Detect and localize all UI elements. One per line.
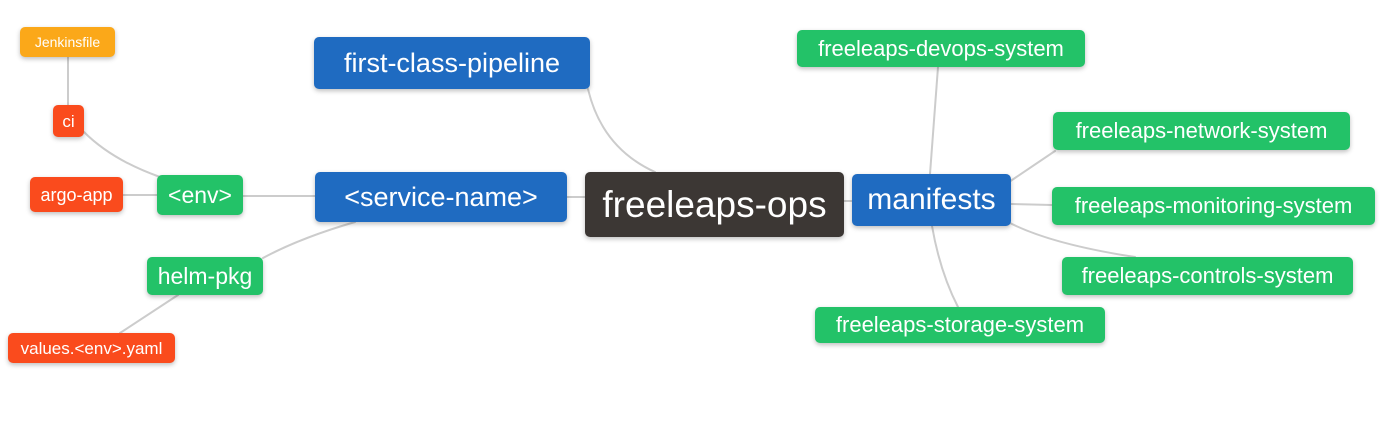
node-jenkinsfile[interactable]: Jenkinsfile	[20, 27, 115, 57]
node-argo-app[interactable]: argo-app	[30, 177, 123, 212]
node-label: values.<env>.yaml	[20, 338, 163, 358]
node-label: <service-name>	[344, 181, 538, 212]
edge-line	[1007, 221, 1136, 258]
node-freeleaps-network-system[interactable]: freeleaps-network-system	[1053, 112, 1350, 150]
node-freeleaps-ops[interactable]: freeleaps-ops	[585, 172, 844, 237]
node-label: freeleaps-ops	[602, 184, 827, 225]
node-label: freeleaps-controls-system	[1081, 263, 1334, 288]
edge-line	[931, 225, 959, 308]
node-ci[interactable]: ci	[53, 105, 84, 137]
edge-line	[1010, 203, 1053, 206]
node-freeleaps-monitoring-system[interactable]: freeleaps-monitoring-system	[1052, 187, 1375, 225]
node-label: freeleaps-devops-system	[818, 35, 1064, 61]
node-label: manifests	[867, 183, 996, 216]
node-first-class-pipeline[interactable]: first-class-pipeline	[314, 37, 590, 89]
node-label: first-class-pipeline	[343, 47, 561, 78]
node-values-env-yaml[interactable]: values.<env>.yaml	[8, 333, 175, 363]
node-helm-pkg[interactable]: helm-pkg	[147, 257, 263, 295]
node-freeleaps-storage-system[interactable]: freeleaps-storage-system	[815, 307, 1105, 343]
node-label: argo-app	[40, 184, 113, 205]
node-label: Jenkinsfile	[34, 34, 101, 50]
node-label: freeleaps-storage-system	[835, 312, 1085, 337]
edge-line	[119, 294, 179, 334]
node-label: freeleaps-network-system	[1075, 118, 1328, 143]
edge-line	[83, 131, 161, 178]
edge-line	[1008, 150, 1056, 183]
node-label: freeleaps-monitoring-system	[1074, 193, 1353, 218]
node-service-name[interactable]: <service-name>	[315, 172, 567, 222]
edge-line	[929, 66, 939, 175]
node-label: helm-pkg	[157, 262, 253, 289]
node-freeleaps-devops-system[interactable]: freeleaps-devops-system	[797, 30, 1085, 67]
node-freeleaps-controls-system[interactable]: freeleaps-controls-system	[1062, 257, 1353, 295]
node-env[interactable]: <env>	[157, 175, 243, 215]
node-label: ci	[62, 111, 75, 131]
edge-line	[262, 221, 356, 259]
node-manifests[interactable]: manifests	[852, 174, 1011, 226]
edge-line	[587, 88, 656, 173]
node-label: <env>	[168, 181, 232, 208]
